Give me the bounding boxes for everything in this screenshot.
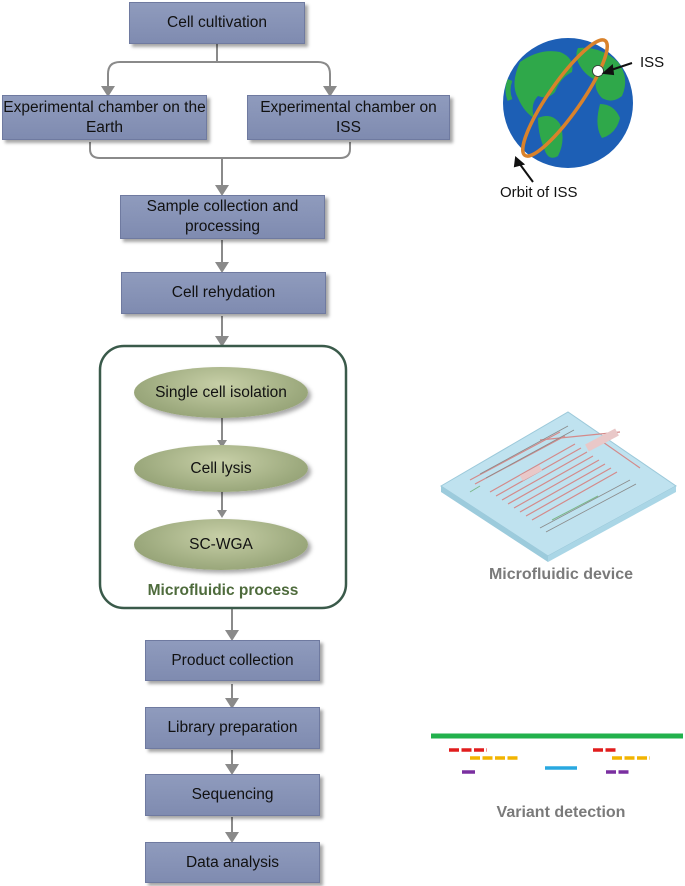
cell-lysis-ellipse: Cell lysis <box>134 445 308 492</box>
chamber-earth-box: Experimental chamber on the Earth <box>2 95 207 140</box>
microfluidic-frame <box>98 344 348 610</box>
orbit-pointer-head <box>513 156 526 168</box>
sample-collection-box: Sample collection and processing <box>120 195 325 239</box>
library-preparation-box: Library preparation <box>145 707 320 749</box>
arrowhead-sequencing <box>225 764 239 775</box>
data-analysis-box: Data analysis <box>145 842 320 883</box>
chamber-iss-box: Experimental chamber on ISS <box>247 95 450 140</box>
arrowhead-sc-wga <box>217 510 227 518</box>
arrowhead-earth <box>101 86 115 97</box>
single-cell-isolation-ellipse: Single cell isolation <box>134 367 308 418</box>
iss-dot <box>592 65 604 77</box>
microfluidic-device-icon <box>440 411 677 562</box>
microfluidic-device-caption: Microfluidic device <box>488 566 634 583</box>
arrowhead-iss <box>323 86 337 97</box>
microfluidic-process-label: Microfluidic process <box>147 582 299 599</box>
arrowhead-lysis <box>217 440 227 448</box>
iss-orbit <box>521 38 609 158</box>
sequencing-box: Sequencing <box>145 774 320 816</box>
arrowhead-product <box>225 630 239 641</box>
arrowhead-library <box>225 698 239 709</box>
cell-cultivation-box: Cell cultivation <box>129 2 305 44</box>
sc-wga-ellipse: SC-WGA <box>134 519 308 570</box>
arrowhead-sample <box>215 185 229 196</box>
product-collection-box: Product collection <box>145 640 320 681</box>
arrowhead-analysis <box>225 832 239 843</box>
connector-merge <box>89 142 351 159</box>
arrowhead-rehydation <box>215 262 229 273</box>
cell-rehydation-box: Cell rehydation <box>121 272 326 314</box>
orbit-label: Orbit of ISS <box>500 184 578 201</box>
iss-label: ISS <box>640 54 665 71</box>
arrowhead-frame <box>215 336 229 347</box>
orbit-pointer <box>518 162 534 183</box>
connector-split <box>107 61 331 88</box>
iss-pointer-head <box>601 64 615 76</box>
variant-detection-caption: Variant detection <box>496 804 626 821</box>
variant-detection-icon <box>431 733 683 774</box>
